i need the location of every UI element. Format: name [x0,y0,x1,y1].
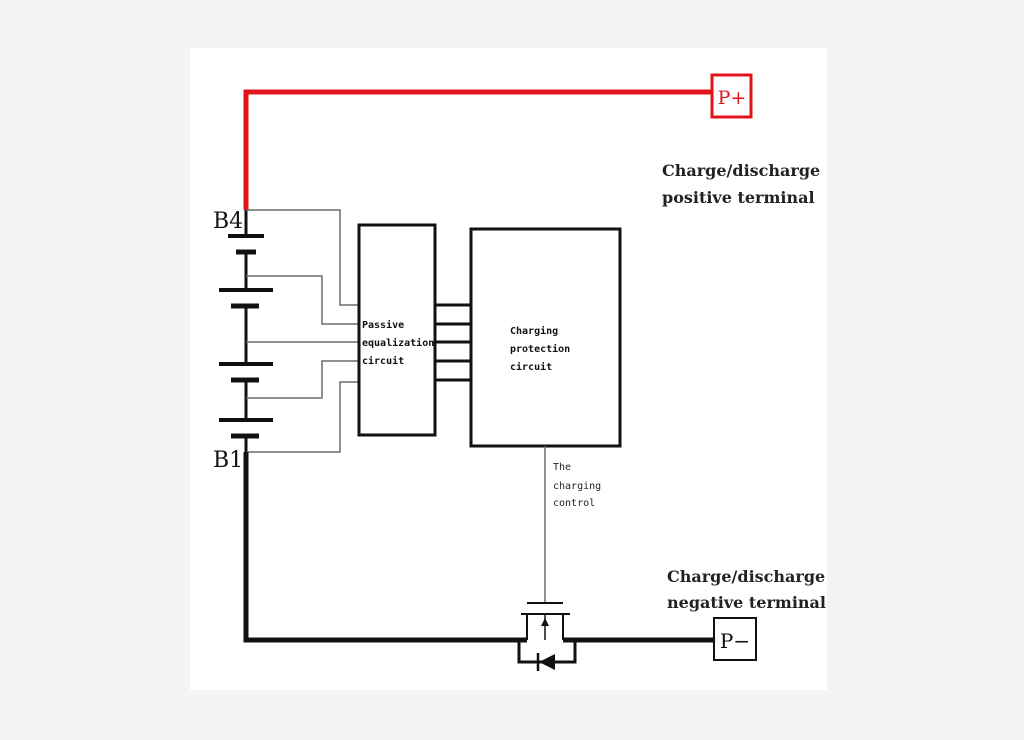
positive-terminal-box [710,73,753,119]
positive-caption-line2: positive terminal [662,188,815,207]
protection-label-1: Charging [510,325,558,337]
battery-stack [219,210,273,452]
control-label-3: control [553,498,595,509]
control-label-1: The [553,462,571,473]
protection-label-3: circuit [510,361,552,373]
negative-terminal-label: P− [720,629,750,653]
control-label-2: charging [553,481,601,492]
equalization-circuit-block [357,223,437,437]
signal-bus [435,303,471,382]
mosfet-switch [521,602,570,640]
negative-caption-line2: negative terminal [667,593,826,612]
protection-label-2: protection [510,343,570,355]
positive-caption-line1: Charge/discharge [662,161,820,180]
cell-label-b4: B4 [213,209,243,234]
equalization-label-1: Passive [362,319,404,331]
protection-circuit-block [469,227,622,448]
positive-wire [243,89,712,210]
negative-terminal-box [713,617,757,661]
negative-caption-line1: Charge/discharge [667,567,825,586]
positive-terminal-label: P+ [718,87,747,109]
cell-label-b1: B1 [213,448,243,473]
equalization-label-2: equalization [362,337,434,349]
equalization-label-3: circuit [362,355,404,367]
cell-tap-wires [246,209,359,453]
negative-wire-left [243,452,527,643]
body-diode [517,640,577,671]
